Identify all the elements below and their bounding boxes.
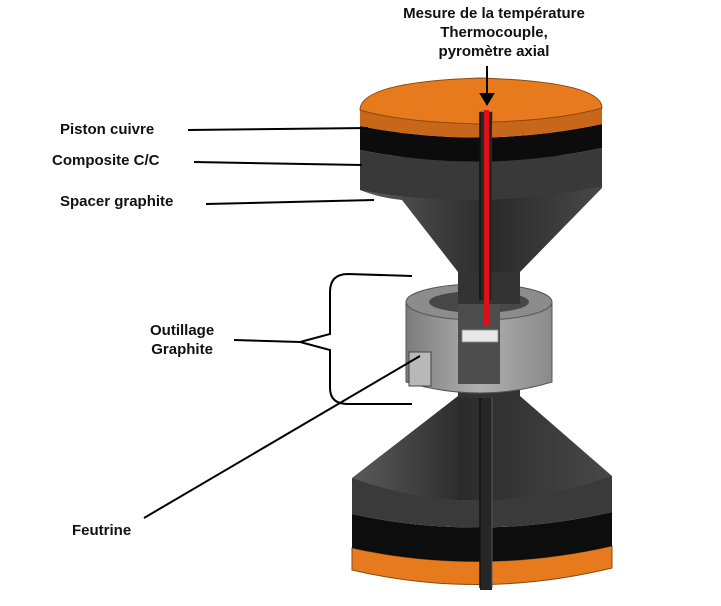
piston-label: Piston cuivre [60,121,155,138]
bottom-cone-left [352,396,458,500]
feutrine-felt [408,351,432,387]
feutrine-leader [143,355,421,519]
sample [461,329,499,343]
measure-label: Mesure de la température Thermocouple, p… [360,4,628,61]
bottom-cone-right [458,396,612,500]
composite-leader [193,161,363,166]
measure-label-line3: pyromètre axial [438,43,550,60]
outillage-label-line1: Outillage [150,322,215,339]
piston-leader [187,127,369,131]
outillage-label-line2: Graphite [151,341,213,358]
top-copper-piston-face [359,77,603,125]
feutrine-label: Feutrine [72,522,132,539]
measure-arrowhead [479,93,495,106]
composite-label: Composite C/C [52,152,160,169]
measure-label-line2: Thermocouple, [440,24,548,41]
die-cutaway [458,302,500,384]
bottom-cutaway-face [480,398,492,590]
spacer-leader [205,199,375,205]
measure-label-line1: Mesure de la température [403,5,585,22]
leader-lines [143,66,495,519]
outillage-label: Outillage Graphite [150,321,214,359]
outillage-brace [296,272,413,405]
top-assembly [359,77,603,326]
thermocouple-rod [484,110,489,326]
spacer-label: Spacer graphite [60,193,174,210]
